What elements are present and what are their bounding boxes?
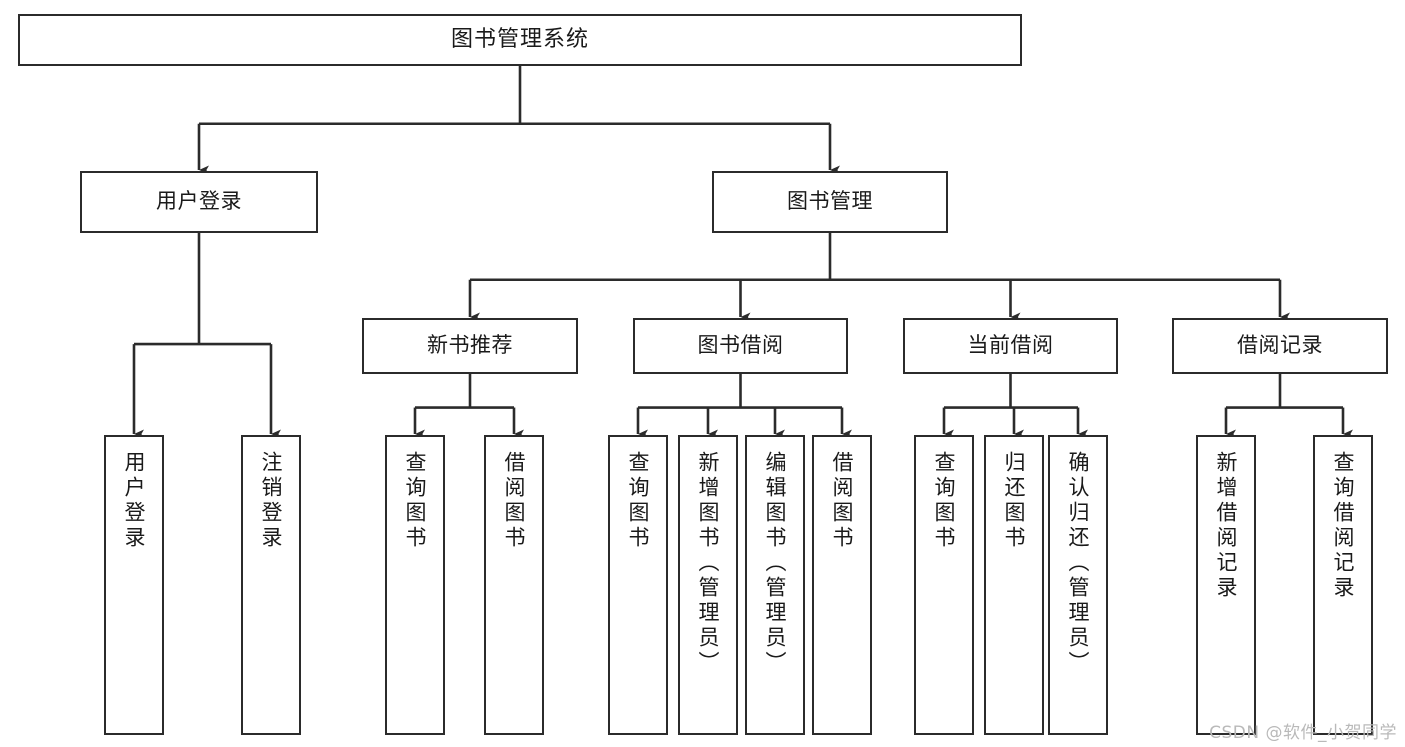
- node-label: 查询图书: [403, 451, 428, 551]
- node-leaf-cu-confirm[interactable]: 确认归还（管理员）: [1048, 435, 1108, 735]
- node-label: 编辑图书（管理员）: [763, 451, 788, 676]
- node-label: 借阅图书: [502, 451, 527, 551]
- node-label: 图书管理: [787, 189, 873, 214]
- node-leaf-cu-return[interactable]: 归还图书: [984, 435, 1044, 735]
- node-label: 当前借阅: [967, 333, 1054, 358]
- watermark-text: CSDN @软件_小贺同学: [1209, 723, 1397, 743]
- node-leaf-bo-edit[interactable]: 编辑图书（管理员）: [745, 435, 805, 735]
- node-records[interactable]: 借阅记录: [1172, 318, 1388, 374]
- node-label: 新增借阅记录: [1214, 451, 1239, 601]
- node-leaf-cu-query[interactable]: 查询图书: [914, 435, 974, 735]
- node-leaf-nb-borrow[interactable]: 借阅图书: [484, 435, 544, 735]
- node-label: 注销登录: [259, 451, 284, 551]
- node-newbook[interactable]: 新书推荐: [362, 318, 578, 374]
- node-label: 用户登录: [122, 451, 147, 551]
- node-leaf-re-query[interactable]: 查询借阅记录: [1313, 435, 1373, 735]
- node-leaf-bo-query[interactable]: 查询图书: [608, 435, 668, 735]
- node-root[interactable]: 图书管理系统: [18, 14, 1022, 66]
- node-leaf-bo-add[interactable]: 新增图书（管理员）: [678, 435, 738, 735]
- node-leaf-user-login[interactable]: 用户登录: [104, 435, 164, 735]
- node-label: 查询借阅记录: [1331, 451, 1356, 601]
- node-label: 确认归还（管理员）: [1066, 451, 1091, 676]
- node-label: 新书推荐: [427, 333, 513, 358]
- node-label: 借阅记录: [1237, 333, 1323, 358]
- node-label: 图书借阅: [697, 333, 784, 358]
- node-current[interactable]: 当前借阅: [903, 318, 1118, 374]
- node-login[interactable]: 用户登录: [80, 171, 318, 233]
- node-borrow[interactable]: 图书借阅: [633, 318, 848, 374]
- node-label: 借阅图书: [830, 451, 855, 551]
- node-bookmgmt[interactable]: 图书管理: [712, 171, 948, 233]
- node-label: 查询图书: [932, 451, 957, 551]
- node-label: 图书管理系统: [450, 26, 589, 52]
- node-leaf-bo-borrow[interactable]: 借阅图书: [812, 435, 872, 735]
- node-leaf-nb-query[interactable]: 查询图书: [385, 435, 445, 735]
- node-label: 用户登录: [156, 189, 242, 214]
- node-leaf-re-add[interactable]: 新增借阅记录: [1196, 435, 1256, 735]
- node-leaf-user-logout[interactable]: 注销登录: [241, 435, 301, 735]
- node-label: 新增图书（管理员）: [696, 451, 721, 676]
- node-label: 查询图书: [626, 451, 651, 551]
- node-label: 归还图书: [1002, 451, 1027, 551]
